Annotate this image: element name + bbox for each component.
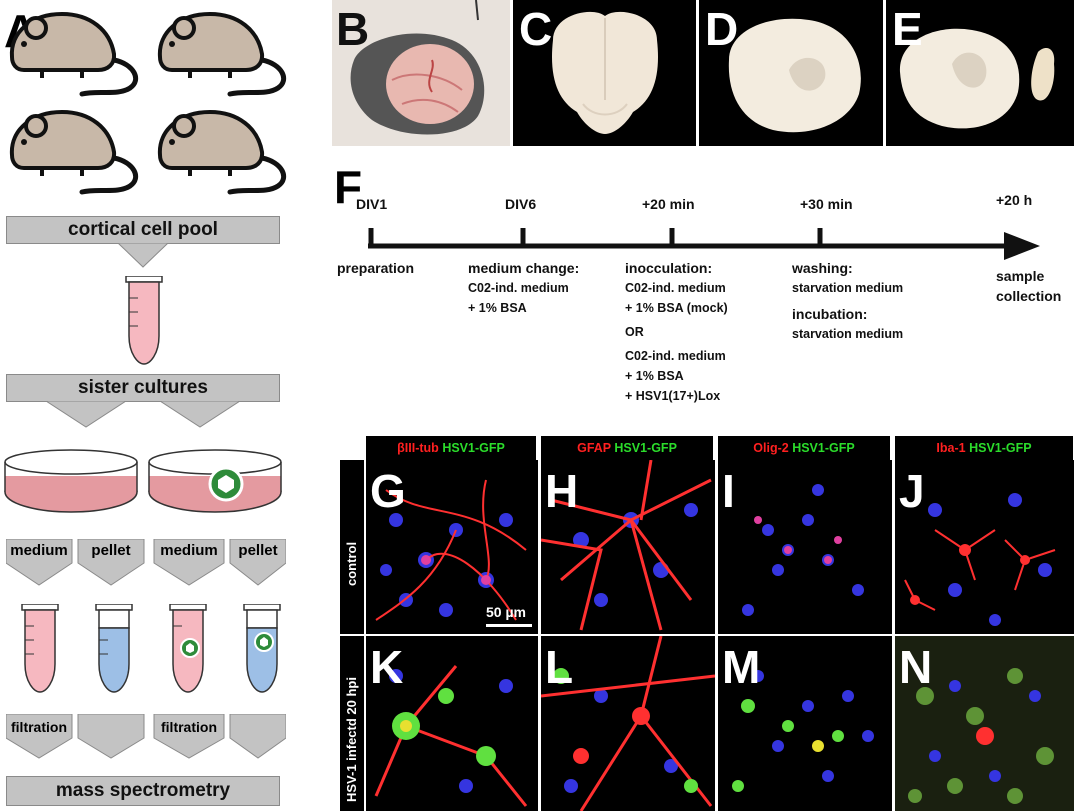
micrograph-j: J	[895, 460, 1074, 634]
timeline-axis	[368, 228, 1040, 260]
step-title: medium change:	[468, 260, 580, 276]
micrograph-k: K	[366, 636, 538, 811]
split-label: pellet	[238, 542, 278, 559]
panel-label-g: G	[370, 465, 406, 517]
mouse-icon	[160, 14, 284, 94]
step-title: collection	[996, 288, 1062, 304]
step-title: inocculation:	[625, 260, 713, 276]
split-row: medium pellet medium pellet	[6, 539, 286, 589]
panel-label-i: I	[722, 465, 735, 517]
timepoint-label: DIV6	[505, 196, 537, 212]
panel-label-b: B	[336, 3, 370, 55]
micrograph-m: M	[718, 636, 892, 811]
panel-label-j: J	[899, 465, 925, 517]
photo-e: E	[886, 0, 1074, 146]
filtration-label: filtration	[11, 719, 67, 735]
mouse-icon	[160, 112, 284, 192]
stain-tab-g: βIII-tub HSV1-GFP	[366, 436, 536, 460]
sister-cultures-bar: sister cultures	[6, 374, 280, 402]
split-label: pellet	[91, 542, 131, 559]
mouse-icon	[12, 14, 136, 94]
step-note: C02-ind. medium	[468, 281, 569, 295]
micrograph-i: I	[718, 460, 892, 634]
mouse-icon	[12, 112, 136, 192]
step-note: OR	[625, 325, 644, 339]
panel-label-m: M	[722, 641, 761, 693]
panel-label-l: L	[545, 641, 574, 693]
mice-illustration	[0, 0, 290, 210]
step-note: + 1% BSA	[468, 301, 527, 315]
tube-icon	[125, 276, 163, 365]
panel-label-n: N	[899, 641, 933, 693]
split-arrows-icon	[45, 401, 241, 428]
culture-dishes	[4, 449, 282, 513]
step-note: C02-ind. medium	[625, 281, 726, 295]
mass-spectrometry-bar: mass spectrometry	[6, 776, 280, 806]
micrograph-n: N	[895, 636, 1074, 811]
step-title: sample	[996, 268, 1045, 284]
panel-label-k: K	[370, 641, 404, 693]
scale-bar-label: 50 µm	[486, 604, 526, 620]
split-label: medium	[160, 542, 218, 559]
micrograph-l: L	[541, 636, 715, 811]
timepoint-label: +20 h	[996, 192, 1033, 208]
step-note: + 1% BSA (mock)	[625, 301, 728, 315]
dish-infected	[148, 449, 282, 513]
step-note: starvation medium	[792, 281, 904, 295]
filtration-label: filtration	[161, 719, 217, 735]
panel-label-c: C	[519, 3, 553, 55]
row-label-infected: HSV-1 infectd 20 hpi	[340, 636, 364, 811]
step-title: preparation	[337, 260, 415, 276]
cortical-cell-pool-bar: cortical cell pool	[6, 216, 280, 244]
photo-b: B	[332, 0, 510, 146]
micrograph-h: H	[541, 460, 715, 634]
row-label-control: control	[340, 460, 364, 634]
photo-c: C	[513, 0, 696, 146]
dish-mock	[4, 449, 138, 513]
stain-tab-h: GFAP HSV1-GFP	[541, 436, 713, 460]
timepoint-label: DIV1	[356, 196, 388, 212]
micrograph-g: G 50 µm	[366, 460, 538, 634]
photo-d: D	[699, 0, 883, 146]
filtration-row: filtration filtration	[6, 714, 286, 762]
panel-label-e: E	[892, 3, 923, 55]
step-title: washing:	[792, 260, 853, 276]
stain-tab-j: Iba-1 HSV1-GFP	[895, 436, 1073, 460]
step-title: incubation:	[792, 306, 868, 322]
panel-label-h: H	[545, 465, 579, 517]
panel-label-d: D	[705, 3, 739, 55]
timepoint-label: +20 min	[642, 196, 695, 212]
scale-bar	[486, 624, 532, 627]
panel-a: A cortical cell pool sister cultures	[0, 0, 290, 811]
step-note: C02-ind. medium	[625, 349, 726, 363]
arrow-down-icon	[118, 243, 168, 268]
step-note: starvation medium	[792, 327, 904, 341]
panel-label-f: F	[334, 161, 363, 213]
step-note: + HSV1(17+)Lox	[625, 389, 721, 403]
split-label: medium	[10, 542, 68, 559]
step-note: + 1% BSA	[625, 369, 684, 383]
timepoint-label: +30 min	[800, 196, 853, 212]
tubes-row	[21, 604, 281, 693]
stain-tab-i: Olig-2 HSV1-GFP	[718, 436, 890, 460]
